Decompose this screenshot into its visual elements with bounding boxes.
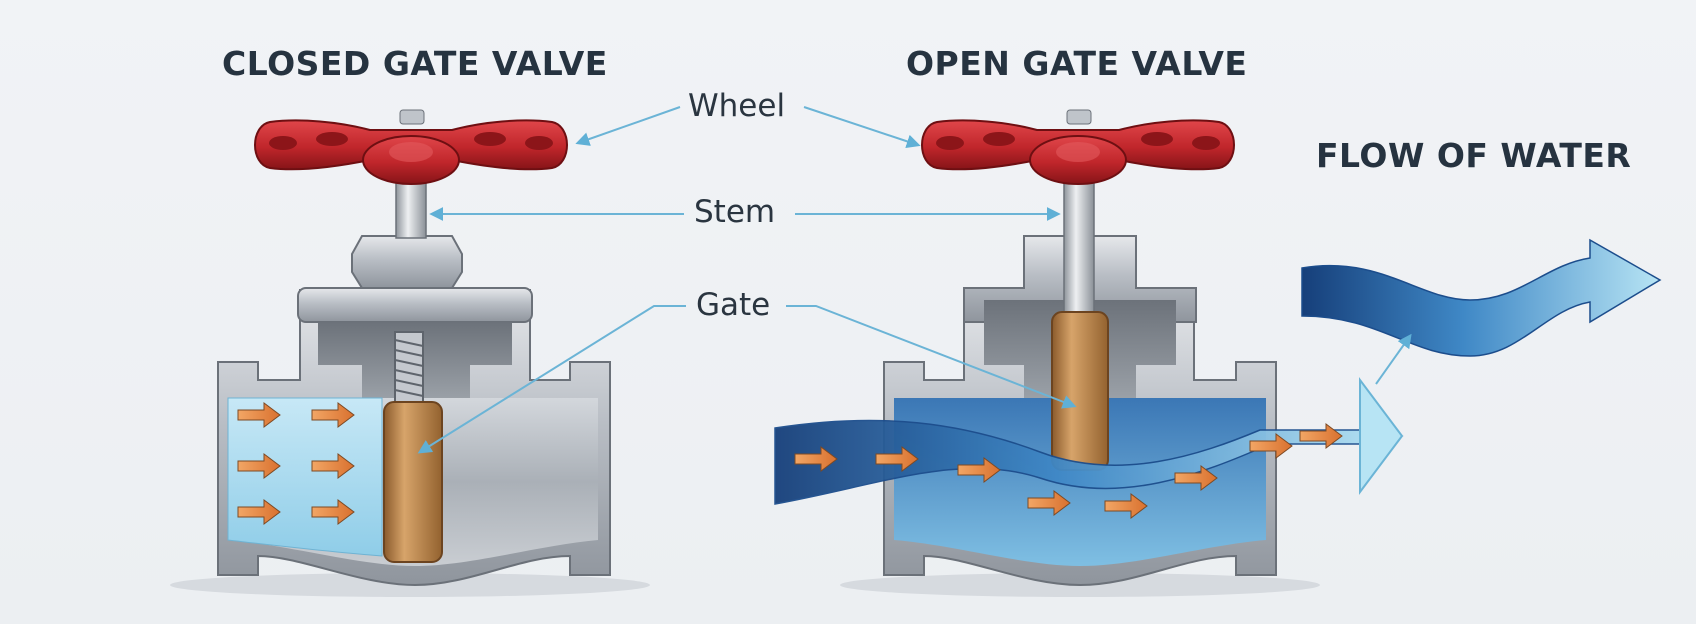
upstream-water (227, 397, 383, 557)
closed-gate (383, 401, 443, 563)
wheel-icon (921, 109, 1235, 185)
closed-valve-heading: CLOSED GATE VALVE (222, 44, 608, 83)
wheel-icon (254, 109, 568, 185)
flow-of-water-arrow (1301, 238, 1662, 385)
open-valve (883, 177, 1277, 587)
gate-label: Gate (696, 287, 771, 323)
closed-valve (217, 177, 611, 587)
leader-lines (417, 106, 1077, 454)
flow-of-water-heading: FLOW OF WATER (1316, 136, 1632, 175)
open-valve-heading: OPEN GATE VALVE (906, 44, 1248, 83)
flow-arrow-icon (774, 377, 1404, 519)
wheel-label: Wheel (688, 88, 786, 124)
stem-thread (394, 331, 424, 403)
open-gate (1051, 311, 1109, 471)
stem-label: Stem (694, 194, 776, 230)
